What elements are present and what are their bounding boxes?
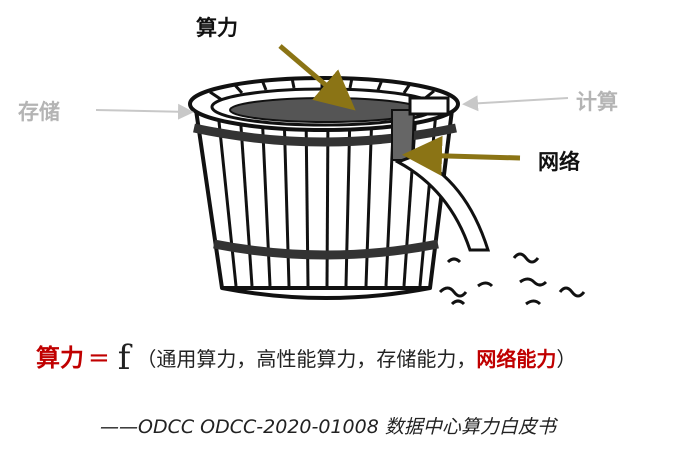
formula-sep-2: ， (356, 347, 377, 371)
formula-term-network: 网络能力 (476, 347, 557, 371)
calc-arrow (462, 95, 569, 112)
formula-lhs: 算力 (36, 344, 84, 372)
formula-function: f (117, 338, 131, 378)
water-splash (438, 252, 586, 306)
compute-formula: 算力=f（通用算力，高性能算力，存储能力，网络能力） (36, 338, 576, 378)
formula-term-hpc: 高性能算力 (256, 347, 357, 371)
formula-term-general: 通用算力 (156, 347, 237, 371)
formula-equals: = (88, 343, 110, 373)
bucket-illustration (188, 76, 586, 306)
label-storage: 存储 (18, 100, 60, 124)
formula-term-storage: 存储能力 (376, 347, 457, 371)
storage-arrow (95, 103, 194, 120)
compute-arrow (278, 44, 356, 111)
bottom-hoop (213, 239, 439, 260)
short-stave (391, 109, 416, 161)
label-compute: 算力 (196, 16, 238, 40)
citation: ——ODCC ODCC-2020-01008 数据中心算力白皮书 (100, 416, 556, 438)
formula-open-paren: （ (136, 347, 157, 371)
formula-close-paren: ） (556, 347, 577, 371)
formula-sep-3: ， (456, 347, 477, 371)
top-hoop (193, 123, 457, 147)
network-arrow (402, 135, 521, 176)
formula-sep-1: ， (236, 347, 257, 371)
label-calc: 计算 (576, 90, 618, 114)
label-network: 网络 (538, 150, 580, 174)
